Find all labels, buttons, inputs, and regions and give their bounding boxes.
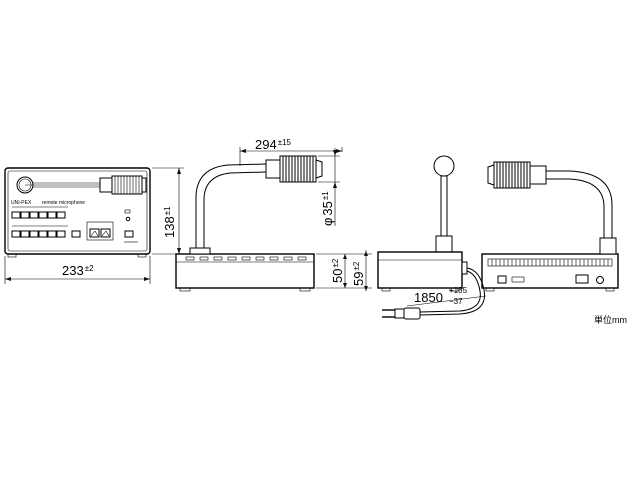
rear-body (481, 253, 619, 289)
power-plug (382, 307, 421, 320)
height-total-tol: ±2 (352, 261, 361, 270)
mic-diameter-value: 35 (320, 201, 335, 215)
gooseneck-dimension: 294±15 (239, 137, 343, 166)
svg-text:φ35±1: φ 35±1 (320, 191, 335, 226)
depth-tol: ±1 (163, 206, 172, 215)
cable-length-tol-plus: +185 (449, 286, 468, 295)
panel-model: remote microphone (42, 200, 85, 206)
power-cable (419, 267, 485, 316)
svg-text:50±2: 50±2 (330, 258, 345, 283)
gooseneck-arc (195, 163, 267, 250)
unit-label: 単位mm (594, 314, 627, 325)
svg-text:294±15: 294±15 (255, 137, 292, 152)
rear-mic-head (487, 161, 547, 189)
width-value: 233 (62, 263, 84, 278)
cable-side-body (377, 251, 463, 289)
panel-brand: UNI-PEX (11, 200, 32, 206)
button-grid-bottom (11, 225, 81, 238)
height-body-tol: ±2 (331, 258, 340, 267)
rear-terminals (487, 258, 613, 267)
vertical-mic-head (433, 155, 455, 177)
talk-buttons (86, 221, 114, 241)
height-dimensions: 50±2 59±2 (316, 250, 372, 291)
side-mic-head (265, 155, 323, 183)
width-dimension: 233±2 (4, 256, 151, 284)
front-mic-head (99, 175, 147, 195)
rear-view (481, 161, 619, 292)
gooseneck-tol: ±15 (278, 138, 292, 147)
mic-diameter-dimension: φ 35±1 (318, 148, 340, 226)
side-view-cable: 1850 +185 −37 (377, 155, 487, 320)
width-tol: ±2 (85, 264, 94, 273)
cable-length-value: 1850 (414, 290, 443, 305)
front-body-inner (7, 170, 148, 252)
mic-diameter-tol: ±1 (321, 191, 330, 200)
mic-diameter-prefix: φ (320, 218, 335, 226)
height-total-value: 59 (351, 272, 366, 286)
side-body (175, 253, 315, 289)
gooseneck-value: 294 (255, 137, 277, 152)
front-view: UNI-PEX remote microphone (4, 167, 184, 284)
depth-value: 138 (162, 216, 177, 238)
svg-text:138±1: 138±1 (162, 206, 177, 238)
svg-text:233±2: 233±2 (62, 263, 94, 278)
button-grid-top (11, 206, 68, 219)
rear-gooseneck (546, 170, 613, 238)
svg-text:59±2: 59±2 (351, 261, 366, 286)
front-body-outline (4, 167, 151, 255)
side-view-left: 294±15 φ35±1 50±2 59±2 (175, 137, 372, 292)
depth-dimension: 138±1 (152, 167, 184, 255)
height-body-value: 50 (330, 269, 345, 283)
power-indicator (124, 209, 138, 243)
cable-length-tol-minus: −37 (449, 297, 463, 306)
